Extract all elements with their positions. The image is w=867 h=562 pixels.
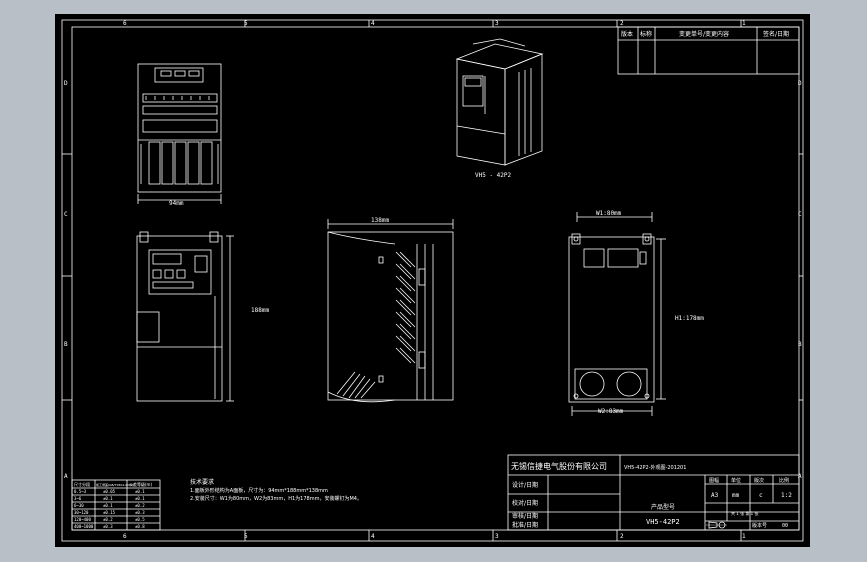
zone-top-2: 2 [620, 20, 624, 27]
tb-version-label: 版本号 [752, 522, 767, 529]
tech-notes-title: 技术要求 [190, 478, 214, 486]
mount-h1-dim: H1:178mm [675, 315, 704, 322]
side-view-depth-dim: 138mm [371, 217, 389, 224]
zone-bottom-4: 4 [371, 533, 375, 540]
tol-header-1: 加工误差(GB/T1804-2000) [96, 482, 134, 487]
tol-r3-c1: ±0.15 [103, 510, 116, 515]
zone-right-D: D [798, 80, 802, 87]
tb-sheet-info: 共 1 张 第 1 张 [731, 510, 758, 516]
tb-header-unit: 单位 [731, 477, 741, 484]
zone-right-A: A [798, 473, 802, 480]
zone-top-5: 5 [244, 20, 248, 27]
isometric-view [455, 38, 544, 166]
projection-symbol-icon [706, 521, 727, 529]
front-view-height-dim: 188mm [251, 307, 269, 314]
zone-bottom-5: 5 [244, 533, 248, 540]
zone-bottom-2: 2 [620, 533, 624, 540]
tol-r2-c0: 6~30 [74, 503, 84, 508]
company-name: 无锡信捷电气股份有限公司 [511, 461, 607, 471]
revision-table: 版本 标称 变更单号/变更内容 签名/日期 [617, 26, 800, 75]
zone-top-1: 1 [742, 20, 746, 27]
zone-top-6: 6 [123, 20, 127, 27]
tol-header-2: 公差等级(m) [129, 481, 152, 487]
tb-label-review: 审核/日期 [512, 512, 538, 520]
zone-left-D: D [64, 80, 68, 87]
tb-header-format: 图幅 [709, 477, 719, 484]
tol-r2-c1: ±0.1 [103, 503, 113, 508]
tol-r4-c0: 120~400 [74, 517, 91, 522]
tol-r1-c0: 3~6 [74, 496, 82, 501]
tech-notes-line2: 2.安装尺寸：W1为80mm，W2为83mm，H1为178mm，安装螺钉为M4。 [190, 495, 362, 502]
tb-header-edition: 版次 [754, 477, 764, 484]
tol-r5-c2: ±0.8 [135, 524, 145, 529]
tech-notes-line1: 1.面板外形结构为A面板，尺寸为：94mm*188mm*138mm [190, 487, 328, 494]
tb-value-unit: mm [732, 492, 740, 499]
zone-right-B: B [798, 341, 802, 348]
tol-r1-c1: ±0.1 [103, 496, 113, 501]
tol-header-0: 尺寸分段 [74, 481, 90, 487]
tol-r1-c2: ±0.1 [135, 496, 145, 501]
tol-r3-c2: ±0.3 [135, 510, 145, 515]
tol-r0-c1: ±0.05 [103, 489, 116, 494]
tol-r3-c0: 30~120 [74, 510, 89, 515]
tol-r5-c1: ±0.3 [103, 524, 113, 529]
tb-value-scale: 1:2 [781, 492, 792, 499]
top-view [137, 63, 222, 204]
tb-header-scale: 比例 [779, 477, 789, 484]
title-block [507, 454, 800, 531]
zone-top-3: 3 [495, 20, 499, 27]
tb-label-check: 校对/日期 [512, 499, 538, 507]
zone-bottom-6: 6 [123, 533, 127, 540]
zone-left-A: A [64, 473, 68, 480]
zone-ticks [62, 20, 803, 541]
drawing-number: VH5-42P2-外观图-201201 [624, 464, 686, 471]
side-view [327, 219, 454, 403]
zone-right-C: C [798, 211, 802, 218]
tol-r4-c2: ±0.5 [135, 517, 145, 522]
tol-r0-c0: 0.5~3 [74, 489, 87, 494]
tb-label-approve: 批准/日期 [512, 521, 538, 529]
iso-view-label: VH5 - 42P2 [475, 172, 512, 179]
tb-value-edition: c [759, 492, 763, 499]
zone-bottom-1: 1 [742, 533, 746, 540]
tol-r4-c1: ±0.2 [103, 517, 113, 522]
inner-frame [71, 26, 800, 531]
rev-header-version: 版本 [621, 30, 633, 38]
zone-left-B: B [64, 341, 68, 348]
zone-top-4: 4 [371, 20, 375, 27]
tol-r2-c2: ±0.2 [135, 503, 145, 508]
zone-left-C: C [64, 211, 68, 218]
mount-w2-dim: W2:83mm [598, 408, 624, 415]
mounting-view [568, 212, 666, 416]
drawing-sheet: 6 5 4 3 2 1 6 5 4 3 2 1 D C B A D C B A … [55, 14, 810, 547]
tol-r0-c2: ±0.1 [135, 489, 145, 494]
zone-bottom-3: 3 [495, 533, 499, 540]
tb-value-format: A3 [711, 492, 719, 499]
mount-w1-dim: W1:80mm [596, 210, 622, 217]
rev-header-mark: 标称 [640, 30, 652, 38]
tol-r5-c0: 400~1000 [74, 524, 94, 529]
tb-label-design: 设计/日期 [512, 481, 538, 489]
tolerance-table [71, 479, 161, 531]
tb-product-model: VH5-42P2 [646, 518, 680, 526]
outer-frame [61, 19, 804, 542]
rev-header-content: 变更单号/变更内容 [679, 30, 729, 38]
tb-product-label: 产品型号 [651, 503, 675, 511]
tb-version-value: 00 [782, 523, 788, 529]
top-view-width-dim: 94mm [169, 200, 184, 207]
front-view [136, 231, 234, 402]
rev-header-sign: 签名/日期 [763, 30, 789, 38]
